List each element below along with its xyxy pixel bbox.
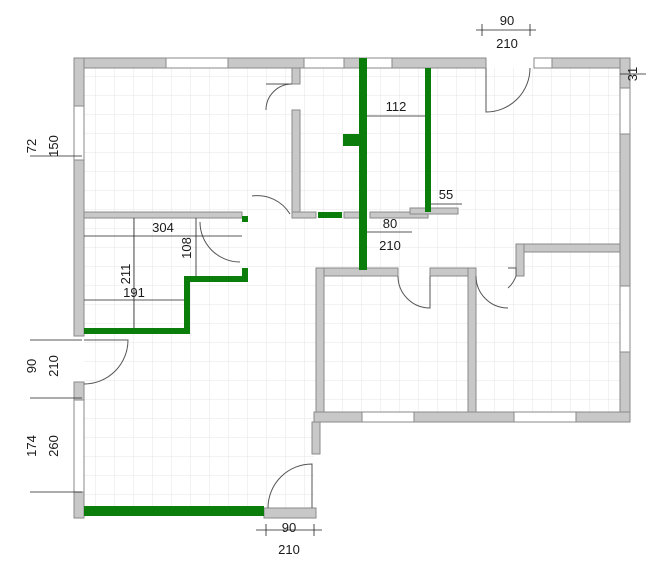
dim-191: 191 (123, 285, 145, 300)
dim-left-door-b: 210 (46, 355, 61, 377)
dim-left-door-a: 90 (24, 359, 39, 373)
dimension-lines (30, 24, 646, 536)
dim-108: 108 (179, 237, 194, 259)
floor-grid (84, 68, 622, 508)
dim-left-window-b: 150 (46, 135, 61, 157)
new-walls (84, 58, 431, 516)
dim-right-top: 31 (625, 67, 640, 81)
dim-top-door-h: 210 (496, 36, 518, 51)
dim-top-door-w: 90 (500, 13, 514, 28)
dim-left-window2-a: 174 (24, 435, 39, 457)
dim-55: 55 (439, 187, 453, 202)
windows (73, 57, 631, 493)
dim-bottom-door-h: 210 (278, 542, 300, 557)
dim-112: 112 (386, 99, 407, 114)
dim-211: 211 (118, 264, 133, 285)
dim-left-window-a: 72 (24, 139, 39, 153)
dimension-labels: 90 210 31 72 150 112 55 80 210 304 108 2… (24, 13, 640, 557)
dim-304: 304 (152, 220, 174, 235)
doors (83, 67, 531, 509)
dim-210-mid: 210 (379, 238, 401, 253)
dim-bottom-door-w: 90 (282, 520, 296, 535)
existing-walls (73, 57, 631, 519)
dim-80: 80 (383, 216, 397, 231)
dim-left-window2-b: 260 (46, 435, 61, 457)
